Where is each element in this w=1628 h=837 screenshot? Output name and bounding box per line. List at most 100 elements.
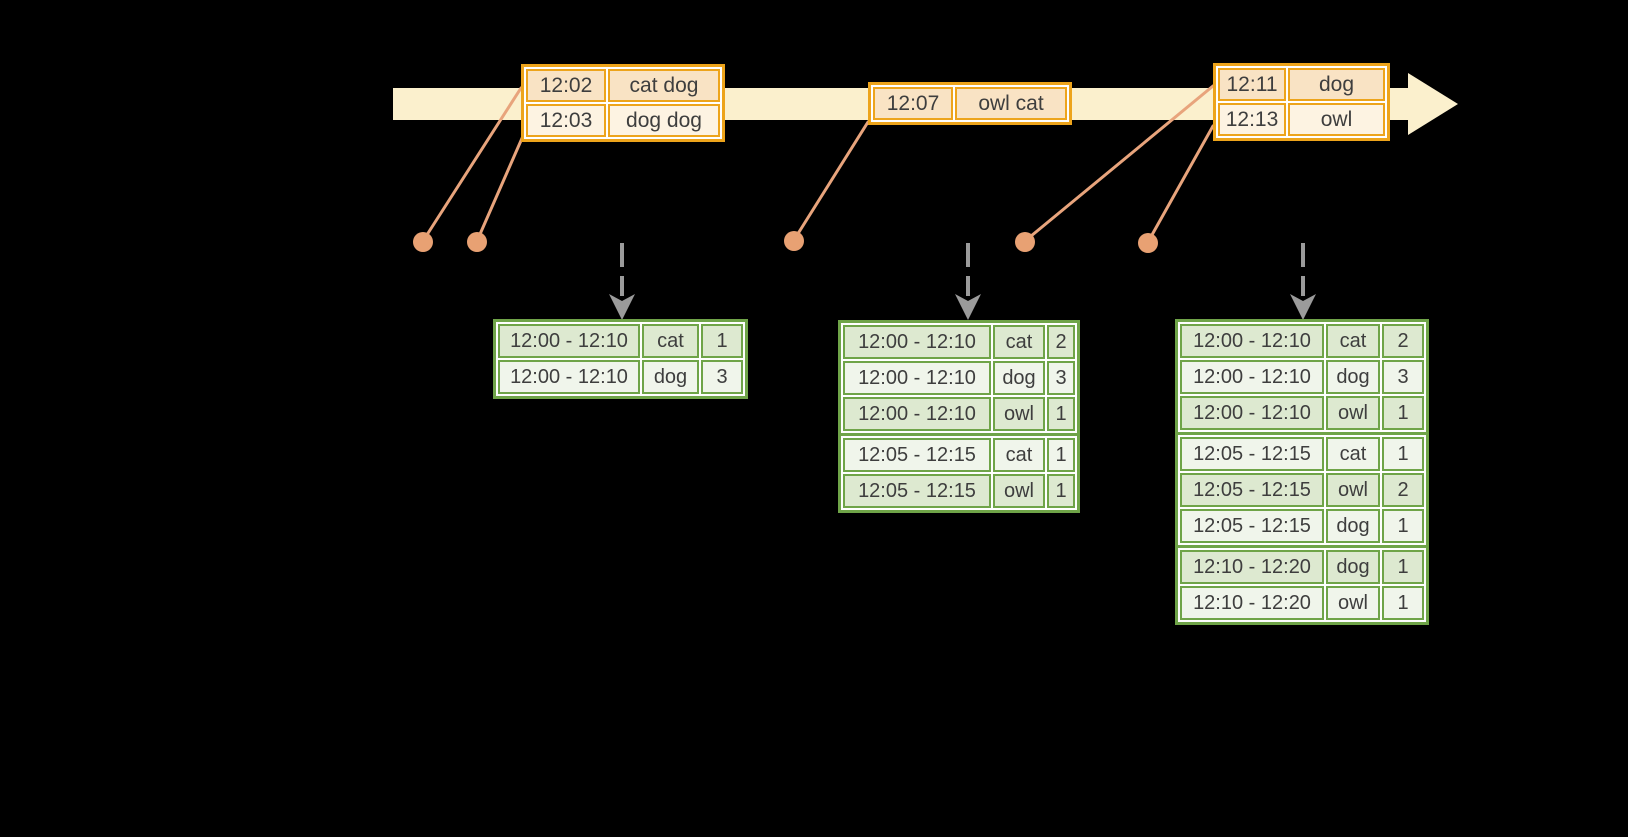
event-dot bbox=[1138, 233, 1158, 253]
table-cell: dog bbox=[1326, 550, 1380, 584]
table-cell: cat bbox=[642, 324, 699, 358]
table-cell: dog dog bbox=[608, 104, 720, 137]
table-cell: 1 bbox=[1382, 396, 1424, 430]
event-dot bbox=[413, 232, 433, 252]
table-cell: 12:05 - 12:15 bbox=[843, 474, 991, 508]
table-cell: 12:00 - 12:10 bbox=[1180, 396, 1324, 430]
table-cell: 12:10 - 12:20 bbox=[1180, 586, 1324, 620]
table-cell: owl bbox=[993, 474, 1045, 508]
table-cell: dog bbox=[642, 360, 699, 394]
table-cell: cat dog bbox=[608, 69, 720, 102]
trigger-arrow-lines bbox=[620, 243, 1305, 296]
table-cell: 12:11 bbox=[1218, 68, 1286, 101]
table-cell: 1 bbox=[1047, 474, 1075, 508]
table-cell: cat bbox=[1326, 437, 1380, 471]
event-connector-line bbox=[475, 134, 525, 243]
table-cell: 1 bbox=[1382, 586, 1424, 620]
table-cell: 3 bbox=[701, 360, 743, 394]
event-connector-line bbox=[1146, 124, 1215, 244]
table-cell: cat bbox=[1326, 324, 1380, 358]
table-cell: 12:00 - 12:10 bbox=[1180, 324, 1324, 358]
table-cell: 12:05 - 12:15 bbox=[1180, 473, 1324, 507]
table-cell: owl bbox=[1326, 586, 1380, 620]
table-cell: 12:00 - 12:10 bbox=[843, 325, 991, 359]
table-cell: cat bbox=[993, 438, 1045, 472]
trigger-arrowhead-icon bbox=[609, 294, 635, 320]
trigger-arrowheads bbox=[609, 294, 1316, 320]
table-cell: 2 bbox=[1382, 324, 1424, 358]
table-cell: 12:13 bbox=[1218, 103, 1286, 136]
table-cell: owl bbox=[993, 397, 1045, 431]
table-cell: 12:00 - 12:10 bbox=[498, 360, 640, 394]
table-cell: dog bbox=[993, 361, 1045, 395]
event-dot bbox=[1015, 232, 1035, 252]
table-cell: 1 bbox=[1382, 509, 1424, 543]
table-cell: 12:00 - 12:10 bbox=[843, 361, 991, 395]
table-cell: 12:05 - 12:15 bbox=[843, 438, 991, 472]
table-cell: 2 bbox=[1047, 325, 1075, 359]
table-cell: owl cat bbox=[955, 87, 1067, 120]
trigger-arrowhead-icon bbox=[955, 294, 981, 320]
table-cell: 1 bbox=[1382, 437, 1424, 471]
table-cell: 1 bbox=[1382, 550, 1424, 584]
table-cell: 12:03 bbox=[526, 104, 606, 137]
table-cell: cat bbox=[993, 325, 1045, 359]
table-cell: 3 bbox=[1382, 360, 1424, 394]
timeline-arrowhead-icon bbox=[1408, 73, 1458, 135]
table-cell: dog bbox=[1326, 360, 1380, 394]
table-cell: 12:05 - 12:15 bbox=[1180, 509, 1324, 543]
trigger-arrowhead-icon bbox=[1290, 294, 1316, 320]
event-connector-line bbox=[792, 120, 870, 242]
table-cell: 2 bbox=[1382, 473, 1424, 507]
event-connector-line bbox=[421, 86, 523, 243]
table-cell: 12:02 bbox=[526, 69, 606, 102]
table-cell: owl bbox=[1326, 396, 1380, 430]
table-cell: 1 bbox=[701, 324, 743, 358]
event-dots bbox=[413, 231, 1158, 253]
event-dot bbox=[784, 231, 804, 251]
table-cell: 12:00 - 12:10 bbox=[1180, 360, 1324, 394]
table-cell: 3 bbox=[1047, 361, 1075, 395]
event-connector-lines bbox=[421, 84, 1215, 244]
table-cell: 1 bbox=[1047, 397, 1075, 431]
event-connector-line bbox=[1023, 84, 1215, 243]
table-cell: dog bbox=[1288, 68, 1385, 101]
table-cell: 12:05 - 12:15 bbox=[1180, 437, 1324, 471]
table-cell: 12:07 bbox=[873, 87, 953, 120]
table-cell: 12:10 - 12:20 bbox=[1180, 550, 1324, 584]
table-cell: dog bbox=[1326, 509, 1380, 543]
table-cell: owl bbox=[1288, 103, 1385, 136]
event-dot bbox=[467, 232, 487, 252]
table-cell: 12:00 - 12:10 bbox=[843, 397, 991, 431]
